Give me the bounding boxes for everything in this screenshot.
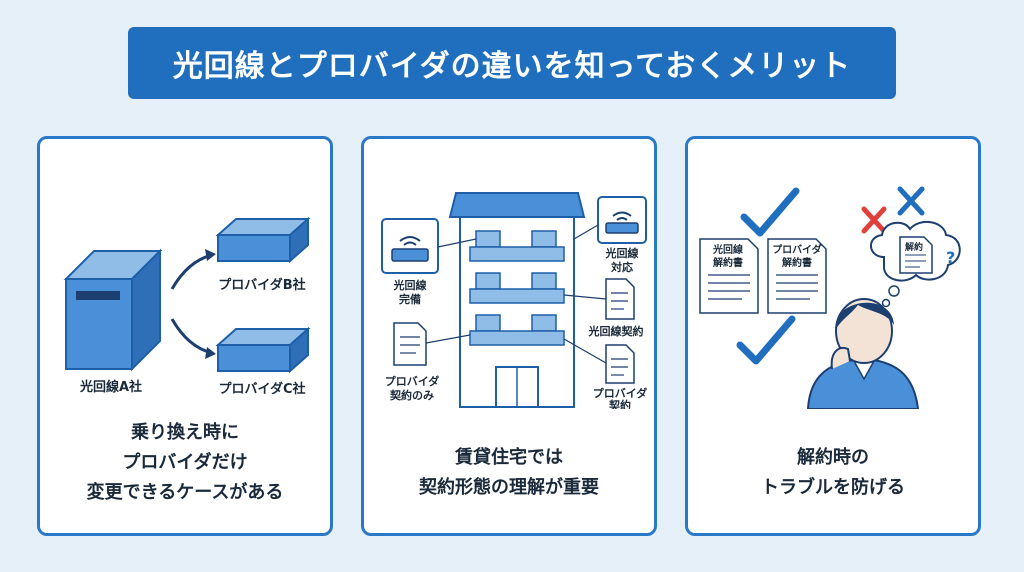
cancellation-illustration: 光回線 解約書 プロバイダ 解約書 解約 ? — [699, 186, 961, 409]
arrow-up-icon — [170, 253, 213, 290]
document-2-icon — [767, 238, 827, 314]
doc-left-label: 契約のみ — [389, 388, 434, 402]
doc-1-label: 解約書 — [713, 256, 743, 269]
question-mark-icon: ? — [946, 248, 955, 267]
main-box-label: 光回線A社 — [79, 379, 142, 395]
caption-line: 賃貸住宅では — [455, 447, 563, 468]
doc-right-1-label: 光回線契約 — [588, 324, 644, 338]
caption-line: 解約時の — [797, 447, 869, 468]
apartment-building-icon — [448, 192, 586, 408]
arrow-down-icon — [170, 318, 213, 355]
card1-caption: 乗り換え時に プロバイダだけ 変更できるケースがある — [40, 393, 330, 533]
router-left-label: 完備 — [399, 292, 421, 306]
apartment-illustration: 光回線 完備 プロバイダ 契約のみ 光回線 対応 — [381, 192, 648, 409]
router-left-icon — [381, 218, 439, 274]
doc-right-2-label: 契約 — [608, 398, 631, 409]
document-left-icon — [393, 322, 427, 366]
red-x-icon — [861, 206, 887, 234]
caption-line: トラブルを防げる — [761, 477, 905, 498]
check-bottom-icon — [736, 315, 796, 365]
blue-x-icon — [897, 186, 925, 216]
card-rental-housing: 光回線 完備 プロバイダ 契約のみ 光回線 対応 — [361, 136, 657, 536]
check-top-icon — [740, 187, 800, 237]
document-right-2-icon — [605, 344, 635, 384]
bubble-doc-label: 解約 — [905, 241, 923, 253]
caption-line: プロバイダだけ — [122, 452, 248, 473]
title-banner: 光回線とプロバイダの違いを知っておくメリット — [128, 27, 896, 99]
bubble-document-icon — [899, 236, 933, 274]
doc-1-label: 光回線 — [712, 243, 743, 256]
card-provider-switch: 光回線A社 プロバイダB社 プロバイダC社 乗り換え時に プロバイダだけ 変更で… — [37, 136, 333, 536]
caption-line: 契約形態の理解が重要 — [419, 477, 599, 498]
document-right-1-icon — [605, 278, 635, 320]
page-title: 光回線とプロバイダの違いを知っておくメリット — [172, 49, 852, 84]
card2-caption: 賃貸住宅では 契約形態の理解が重要 — [364, 413, 654, 533]
caption-line: 乗り換え時に — [131, 422, 239, 443]
provider-switch-illustration: 光回線A社 プロバイダB社 プロバイダC社 — [63, 216, 311, 397]
doc-2-label: 解約書 — [782, 256, 812, 269]
provider-c-box-icon — [215, 326, 311, 374]
doc-right-2-label: プロバイダ — [593, 386, 648, 400]
provider-b-label: プロバイダB社 — [218, 277, 305, 293]
router-right-label: 光回線 — [605, 246, 639, 260]
router-left-label: 光回線 — [393, 278, 427, 292]
card3-caption: 解約時の トラブルを防げる — [688, 413, 978, 533]
document-1-icon — [699, 238, 759, 314]
doc-left-label: プロバイダ — [385, 374, 440, 388]
server-box-icon — [63, 248, 163, 372]
card-cancellation: 光回線 解約書 プロバイダ 解約書 解約 ? — [685, 136, 981, 536]
router-right-label: 対応 — [610, 260, 633, 274]
provider-b-box-icon — [215, 216, 311, 264]
doc-2-label: プロバイダ — [772, 243, 822, 256]
thinking-person-icon — [806, 298, 920, 409]
caption-line: 変更できるケースがある — [86, 482, 284, 503]
router-right-icon — [597, 196, 647, 244]
provider-c-label: プロバイダC社 — [218, 381, 305, 397]
